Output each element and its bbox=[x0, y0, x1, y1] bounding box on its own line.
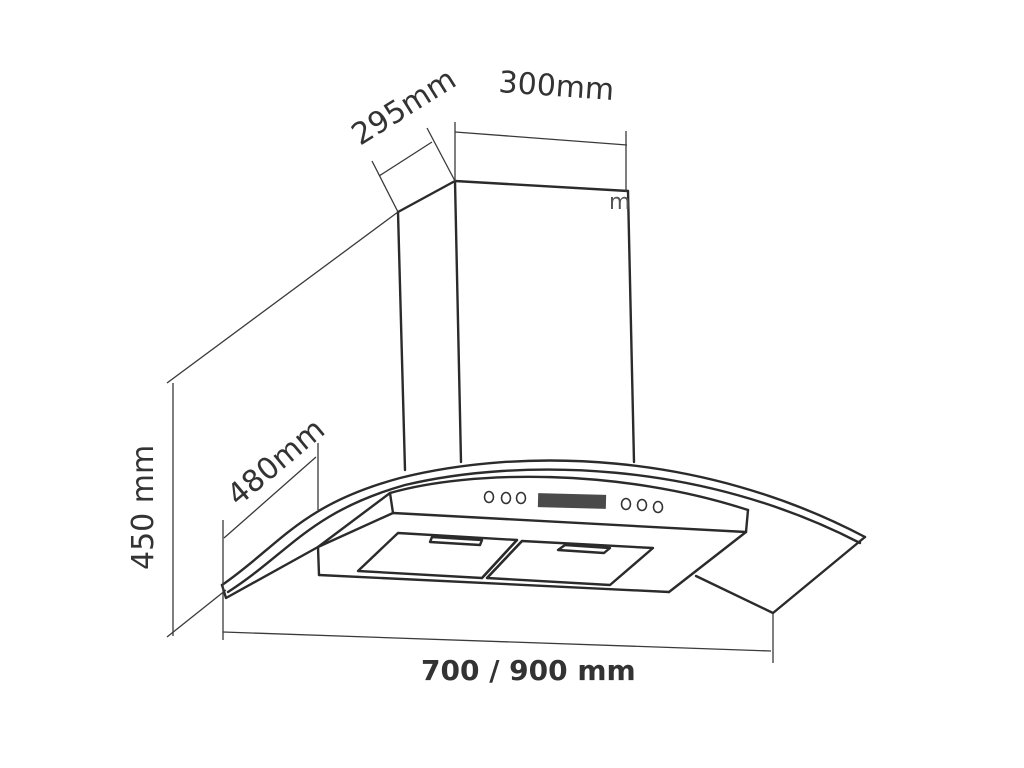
dimension-hood-height: 450 mm bbox=[126, 445, 161, 570]
control-button-3 bbox=[515, 491, 527, 505]
label-hood-height: 450 mm bbox=[126, 445, 161, 570]
dimension-chimney-width: 300mm m bbox=[454, 65, 630, 215]
filter-right-handle bbox=[556, 543, 612, 555]
chimney bbox=[396, 179, 636, 472]
wall-reference-lines bbox=[166, 211, 399, 638]
label-hood-width: 700 / 900 mm bbox=[421, 654, 636, 687]
hood-body bbox=[316, 475, 750, 594]
control-button-2 bbox=[500, 491, 512, 505]
label-canopy-depth: 480mm bbox=[221, 412, 332, 513]
grease-filters bbox=[356, 531, 655, 587]
stray-label-fragment: m bbox=[609, 190, 630, 215]
display-panel bbox=[537, 493, 607, 509]
control-button-4 bbox=[620, 497, 632, 511]
control-button-1 bbox=[483, 490, 495, 504]
control-button-6 bbox=[652, 500, 664, 514]
label-chimney-width: 300mm bbox=[497, 65, 615, 108]
label-chimney-depth: 295mm bbox=[346, 62, 463, 153]
dimension-hood-width: 700 / 900 mm bbox=[222, 613, 774, 687]
filter-left-handle bbox=[428, 535, 484, 547]
filter-right bbox=[485, 539, 655, 587]
dimension-chimney-depth: 295mm bbox=[346, 62, 463, 213]
control-button-5 bbox=[636, 498, 648, 512]
control-panel bbox=[483, 490, 664, 514]
